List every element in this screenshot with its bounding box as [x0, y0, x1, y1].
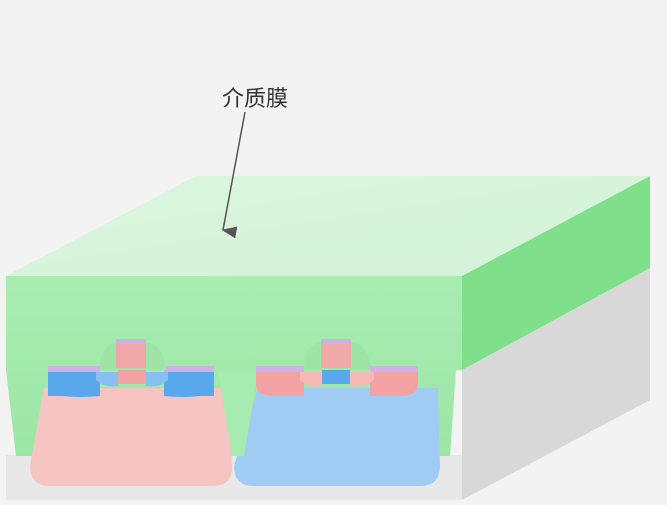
n-well-right: [234, 388, 440, 486]
film-top-face: [6, 176, 650, 276]
film-side-face: [462, 176, 650, 370]
left-ldd-left: [96, 372, 118, 387]
right-drain-silicide: [370, 366, 418, 372]
p-well-left: [30, 388, 232, 486]
left-drain-silicide: [164, 366, 214, 372]
right-gate-silicide: [321, 339, 351, 344]
left-source-silicide: [48, 366, 100, 372]
right-ldd-left: [300, 372, 322, 387]
right-source-silicide: [256, 366, 304, 372]
left-channel: [118, 370, 146, 384]
substrate-side-face: [462, 268, 650, 500]
right-source-region: [256, 372, 304, 396]
dielectric-film-label: 介质膜: [222, 87, 288, 112]
left-gate-silicide: [116, 339, 146, 344]
right-channel: [322, 370, 350, 384]
left-gate: [116, 344, 146, 368]
left-drain-region: [164, 372, 214, 397]
annotation-arrow: [221, 111, 246, 239]
right-drain-region: [370, 372, 418, 396]
left-source-region: [48, 372, 100, 397]
right-gate: [321, 344, 351, 368]
left-ldd-right: [146, 372, 168, 387]
right-ldd-right: [350, 372, 374, 387]
isolation-trench: [218, 372, 258, 456]
